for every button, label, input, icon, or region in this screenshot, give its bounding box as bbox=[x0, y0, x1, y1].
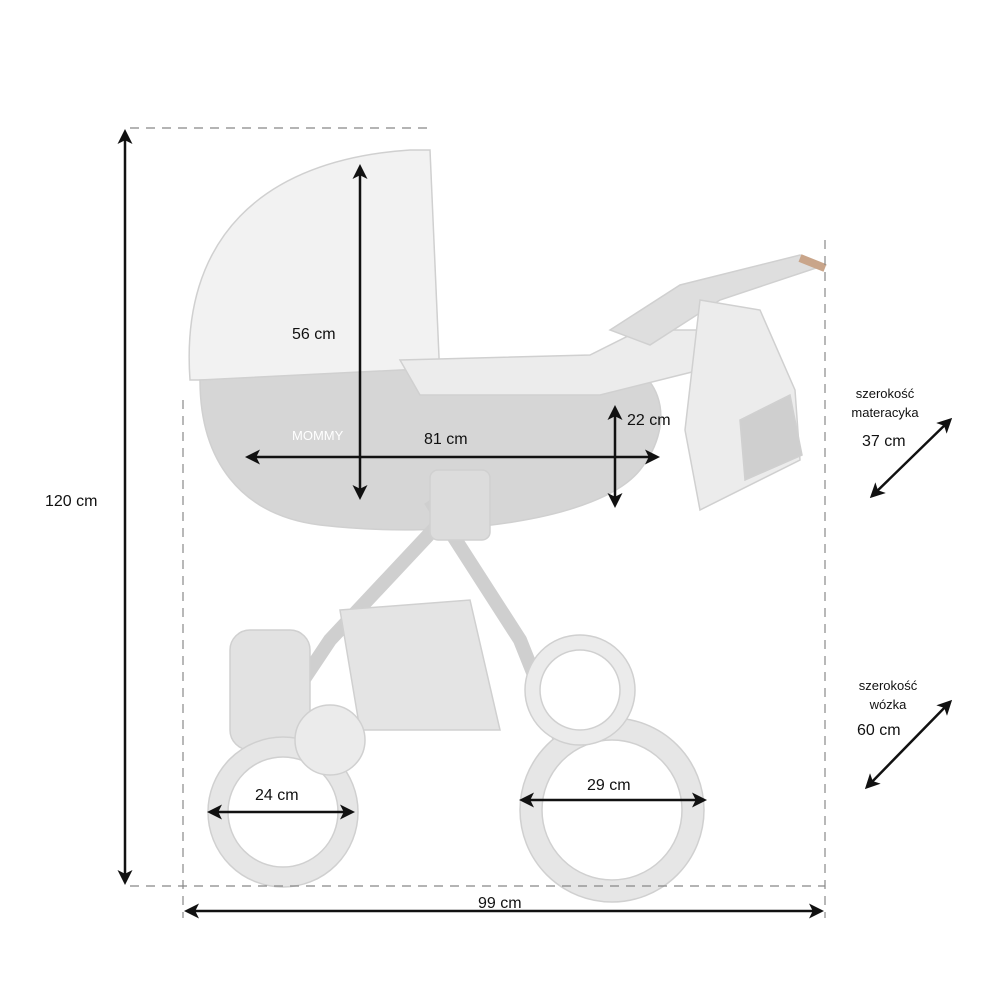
label-rear-wheel: 29 cm bbox=[587, 777, 631, 794]
caption-stroller-width: szerokość wózka bbox=[858, 678, 918, 712]
label-bassinet-depth: 22 cm bbox=[627, 412, 671, 429]
bassinet bbox=[199, 359, 662, 531]
label-stroller-width: 60 cm bbox=[857, 722, 901, 739]
guide-lines bbox=[130, 127, 826, 918]
brand-logo: MOMMY bbox=[292, 428, 344, 443]
label-total-height: 120 cm bbox=[45, 493, 98, 510]
basket bbox=[339, 599, 501, 731]
arrow-stroller-width bbox=[864, 699, 953, 790]
stroller-image bbox=[188, 149, 828, 903]
label-mattress-width: 37 cm bbox=[862, 433, 906, 450]
arrow-mattress-width bbox=[869, 417, 953, 499]
hood bbox=[188, 149, 441, 381]
label-bassinet-length: 81 cm bbox=[424, 431, 468, 448]
label-total-length: 99 cm bbox=[478, 895, 522, 912]
caption-mattress-width: szerokość materacyka bbox=[851, 386, 919, 420]
label-hood-height: 56 cm bbox=[292, 326, 336, 343]
label-front-wheel: 24 cm bbox=[255, 787, 299, 804]
